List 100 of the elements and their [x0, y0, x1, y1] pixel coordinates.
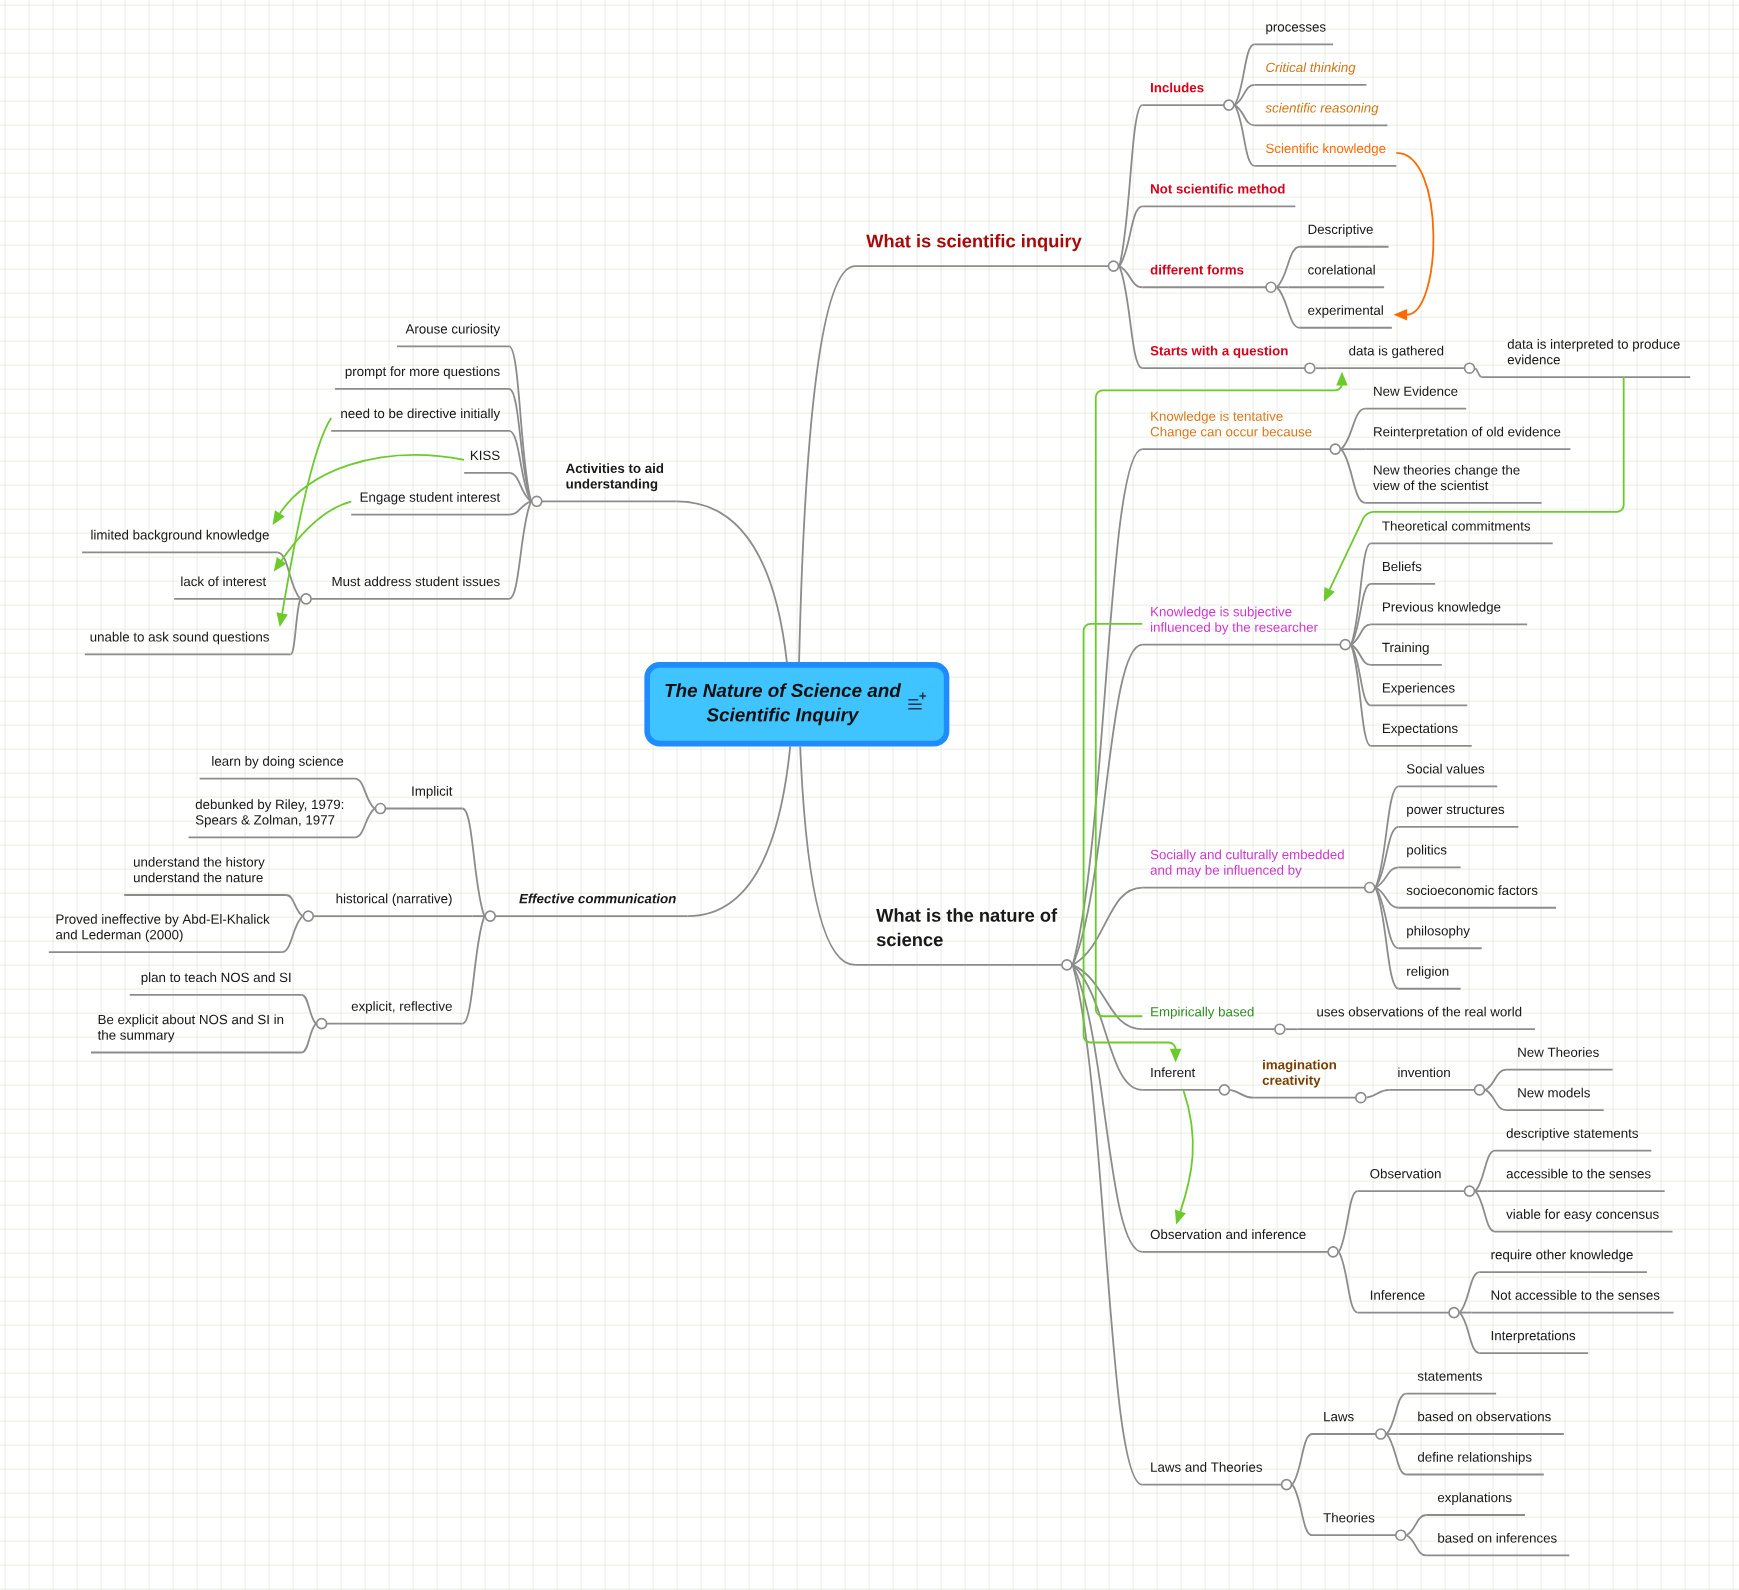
subtopic: Reinterpretation of old evidence: [1364, 426, 1572, 450]
branch-line: [1233, 43, 1256, 106]
branch-line: [798, 265, 856, 663]
subtopic: Previous knowledge: [1369, 601, 1529, 626]
subtopic: KISS: [463, 450, 510, 474]
subtopic: unable to ask sound questions: [83, 631, 292, 656]
branch-line: [1071, 963, 1144, 1091]
subtopic: require other knowledge: [1478, 1249, 1648, 1273]
subtopic: define relationships: [1405, 1451, 1545, 1476]
branch-line: [508, 471, 532, 502]
branch-line: [461, 807, 486, 917]
subtopic: Not scientific method: [1141, 183, 1297, 207]
branch-line: [276, 597, 302, 600]
subtopic: imagination creativity: [1252, 1059, 1362, 1099]
subtopic: explanations: [1425, 1492, 1526, 1516]
branch-line: [675, 500, 788, 663]
branch-line: [354, 807, 376, 839]
subtopic: based on observations: [1397, 1411, 1565, 1435]
branch-line: [1474, 1190, 1489, 1192]
branch-line: [1275, 286, 1290, 288]
branch-line: [1118, 265, 1144, 369]
branch-line: [1350, 643, 1372, 666]
branch-line: [1405, 1513, 1428, 1536]
branch-line: [461, 915, 486, 1025]
branch-line: [1350, 643, 1372, 747]
branch-line: [1337, 1190, 1359, 1253]
subtopic: limited background knowledge: [81, 529, 279, 554]
subtopic: New theories change the view of the scientist: [1364, 464, 1543, 504]
branch-line: [1071, 963, 1144, 1253]
branch-line: [1118, 104, 1144, 267]
main-topic: Effective communication: [489, 893, 689, 917]
subtopic: plan to teach NOS and SI: [128, 972, 303, 996]
branch-line: [1374, 886, 1400, 909]
subtopic: politics: [1397, 844, 1462, 868]
branch-line: [1484, 1088, 1507, 1111]
subtopic: Theoretical commitments: [1369, 520, 1554, 545]
subtopic: based on inferences: [1425, 1532, 1571, 1557]
subtopic: scientific reasoning: [1253, 102, 1389, 127]
branch-line: [300, 1022, 317, 1054]
subtopic: power structures: [1397, 805, 1520, 828]
subtopic: New Evidence: [1364, 386, 1468, 410]
subtopic: data is interpreted to produce evidence: [1480, 338, 1692, 378]
branch-line: [1374, 886, 1400, 990]
branch-line: [1291, 1432, 1313, 1486]
branch-line: [1340, 407, 1367, 450]
subtopic: Arouse curiosity: [396, 323, 510, 348]
branch-line: [1474, 1149, 1496, 1192]
subtopic: debunked by Riley, 1979: Spears & Zolman, 1977: [187, 799, 356, 839]
branch-line: [1233, 83, 1256, 106]
branch-line: [799, 745, 856, 966]
branch-line: [280, 915, 304, 953]
branch-line: [1233, 104, 1256, 127]
branch-line: [1118, 265, 1144, 288]
branch-line: [1337, 1250, 1359, 1314]
branch-line: [508, 500, 532, 516]
main-topic: Activities to aid understanding: [535, 463, 678, 502]
subtopic: Beliefs: [1369, 561, 1437, 585]
branch-line: [1385, 1392, 1408, 1435]
subtopic: Socially and culturally embedded and may be influenced by: [1141, 849, 1371, 889]
subtopic: lack of interest: [173, 576, 279, 600]
subtopic: invention: [1388, 1067, 1481, 1091]
subtopic: Descriptive: [1298, 224, 1390, 248]
branch-line: [1340, 448, 1367, 504]
subtopic: Be explicit about NOS and SI in the summary: [90, 1014, 303, 1054]
subtopic: Not accessible to the senses: [1470, 1289, 1675, 1314]
branch-line: [289, 597, 302, 656]
subtopic: descriptive statements: [1494, 1127, 1653, 1152]
branch-line: [1071, 643, 1144, 966]
subtopic: religion: [1397, 966, 1462, 990]
branch-line: [1458, 1311, 1481, 1354]
branch-line: [1385, 1432, 1408, 1476]
subtopic: Critical thinking: [1253, 62, 1368, 86]
subtopic: Interpretations: [1478, 1330, 1590, 1354]
branch-line: [1291, 1483, 1313, 1536]
branch-line: [1365, 1088, 1391, 1099]
subtopic: accessible to the senses: [1486, 1168, 1666, 1192]
branch-line: [1350, 542, 1372, 646]
subtopic: processes: [1253, 24, 1334, 46]
branch-line: [1071, 886, 1144, 966]
subtopic: corelational: [1287, 264, 1385, 288]
branch-line: [1233, 104, 1256, 167]
main-topic: What is the nature of science: [854, 908, 1068, 966]
branch-line: [1484, 1068, 1507, 1091]
branch-line: [686, 745, 792, 917]
branch-line: [1275, 245, 1301, 288]
branch-line: [1374, 825, 1400, 889]
subtopic: Proved ineffective by Abd-El-Khalick and Lederman (2000): [47, 913, 283, 953]
subtopic: Laws and Theories: [1141, 1461, 1288, 1486]
subtopic: Knowledge is tentative Change can occur because: [1141, 410, 1337, 450]
branch-line: [1458, 1271, 1481, 1314]
subtopic: statements: [1405, 1371, 1498, 1395]
subtopic: uses observations of the real world: [1296, 1006, 1536, 1030]
subtopic: understand the history understand the nature: [123, 856, 288, 896]
branch-line: [1284, 1028, 1299, 1030]
branch-line: [1374, 866, 1400, 889]
branch-line: [1340, 448, 1367, 450]
branch-line: [1474, 1190, 1496, 1233]
subtopic: Observation and inference: [1141, 1229, 1334, 1253]
branch-line: [1229, 1088, 1255, 1099]
subtopic: Inference: [1356, 1289, 1455, 1314]
